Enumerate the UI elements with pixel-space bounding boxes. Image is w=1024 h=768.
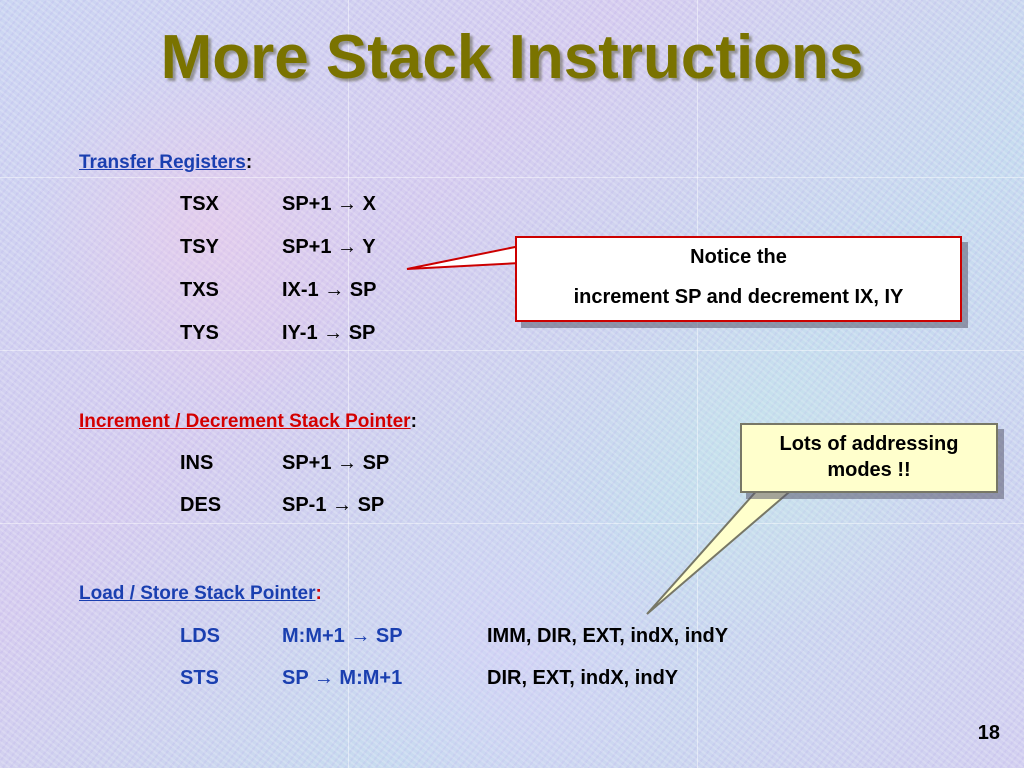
operation: IY-1 → SP xyxy=(282,322,376,344)
section-increment-decrement: Increment / Decrement Stack Pointer: xyxy=(79,411,417,433)
section-colon: : xyxy=(245,152,253,173)
operation: SP → M:M+1 xyxy=(282,667,403,689)
mnemonic: TYS xyxy=(180,322,219,344)
slide-title: More Stack Instructions xyxy=(160,23,864,92)
operation: SP+1 → Y xyxy=(282,236,376,258)
addressing-modes: DIR, EXT, indX, indY xyxy=(487,667,679,689)
operation: SP+1 → X xyxy=(282,193,376,215)
callout-line: increment SP and decrement IX, IY xyxy=(573,286,904,308)
modes-callout-pointer xyxy=(646,486,798,615)
operation: SP+1 → SP xyxy=(282,452,390,474)
section-colon: : xyxy=(315,583,322,604)
mnemonic: DES xyxy=(180,494,222,516)
section-header: Load / Store Stack Pointer xyxy=(79,583,316,604)
background-tile-line xyxy=(0,523,1024,524)
modes-callout: Lots of addressing modes !! xyxy=(740,423,998,493)
addressing-modes: IMM, DIR, EXT, indX, indY xyxy=(487,625,729,647)
mnemonic: LDS xyxy=(180,625,220,647)
mnemonic: TSX xyxy=(180,193,219,215)
mnemonic: INS xyxy=(180,452,214,474)
callout-line: Notice the xyxy=(690,246,787,268)
callout-line: modes !! xyxy=(827,459,911,481)
operation: IX-1 → SP xyxy=(282,279,377,301)
mnemonic: TXS xyxy=(180,279,219,301)
section-colon: : xyxy=(410,411,417,432)
background-tile-line xyxy=(697,0,698,768)
mnemonic: STS xyxy=(180,667,219,689)
section-transfer-registers: Transfer Registers: xyxy=(79,152,252,174)
section-header: Transfer Registers xyxy=(79,152,246,173)
background-tile-line xyxy=(0,350,1024,351)
section-header: Increment / Decrement Stack Pointer xyxy=(79,411,411,432)
mnemonic: TSY xyxy=(180,236,219,258)
callout-line: Lots of addressing xyxy=(779,433,959,455)
notice-callout-pointer xyxy=(406,244,521,270)
background-tile-line xyxy=(348,0,349,768)
background-tile-line xyxy=(0,177,1024,178)
page-number: 18 xyxy=(977,722,1000,744)
section-load-store: Load / Store Stack Pointer: xyxy=(79,583,322,605)
operation: SP-1 → SP xyxy=(282,494,385,516)
notice-callout: Notice the increment SP and decrement IX… xyxy=(515,236,962,322)
operation: M:M+1 → SP xyxy=(282,625,403,647)
